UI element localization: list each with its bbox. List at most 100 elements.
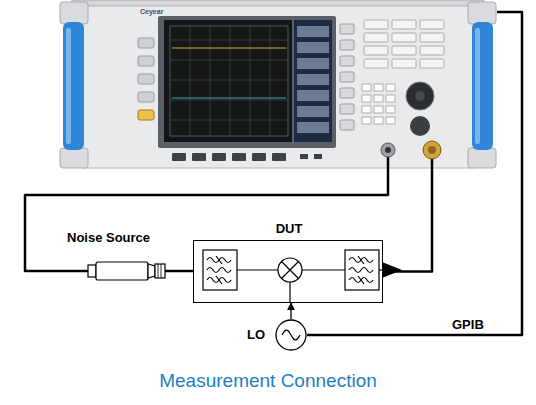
numeric-key	[362, 84, 371, 91]
mixer-symbol	[278, 258, 302, 282]
softkey-buttons	[340, 24, 354, 130]
rotary-knob	[406, 82, 434, 110]
screen-grid	[170, 26, 288, 136]
cable-connector	[290, 303, 291, 319]
port-center	[428, 146, 436, 154]
analyzer-illustration	[60, 0, 496, 170]
function-key	[392, 59, 416, 68]
softkey	[340, 56, 354, 66]
softkey-label	[297, 26, 329, 37]
handle-bracket	[468, 148, 496, 168]
numeric-keypad	[362, 84, 395, 124]
noise-source: Noise Source	[88, 262, 165, 280]
function-key	[364, 20, 388, 29]
handle-bracket	[60, 2, 88, 24]
function-key	[420, 33, 444, 42]
bottom-key	[172, 153, 186, 161]
function-key	[420, 46, 444, 55]
numeric-key	[374, 106, 383, 113]
lo-feed-line	[289, 282, 290, 302]
numeric-key	[374, 84, 383, 91]
right-handle	[472, 22, 493, 150]
part-label: LO	[225, 327, 265, 342]
front-panel	[80, 6, 476, 168]
brand-name: Ceyear	[140, 8, 163, 15]
handle-highlight	[66, 28, 71, 144]
numeric-key	[374, 95, 383, 102]
function-key	[392, 46, 416, 55]
signal-line	[237, 269, 278, 270]
bottom-key	[252, 153, 266, 161]
output-arrowhead	[382, 262, 402, 278]
bottom-key	[212, 153, 226, 161]
filter-symbol	[207, 256, 231, 284]
cable-connector	[307, 12, 522, 335]
bandpass-filter	[203, 250, 237, 290]
signal-line	[302, 269, 345, 270]
noise-source-illustration	[88, 262, 165, 280]
screen-trace	[172, 48, 286, 49]
connector-nut	[155, 264, 165, 278]
screen-bezel	[158, 16, 336, 148]
numeric-key	[374, 117, 383, 124]
panel-key	[138, 92, 154, 102]
function-key	[364, 33, 388, 42]
softkey-label	[297, 42, 329, 53]
knob-center	[415, 91, 425, 101]
port-center	[385, 147, 391, 153]
noise-source-body	[96, 262, 148, 280]
signal-line	[379, 269, 384, 270]
left-handle	[63, 22, 84, 150]
numeric-key	[386, 106, 395, 113]
source-circle	[276, 320, 306, 350]
numeric-key	[362, 106, 371, 113]
analyzer-unit: Ceyear	[60, 0, 497, 170]
cable-connector	[165, 270, 193, 273]
numeric-key	[362, 117, 371, 124]
function-key	[392, 33, 416, 42]
screen-trace	[172, 98, 286, 99]
connector-end	[88, 265, 96, 277]
connector-ridges	[158, 264, 161, 278]
softkey	[340, 40, 354, 50]
function-keys	[364, 20, 444, 68]
function-key	[364, 59, 388, 68]
usb-port	[314, 154, 322, 159]
handle-bracket	[60, 148, 88, 168]
dut-internals	[203, 250, 402, 302]
cable-connector	[25, 170, 388, 271]
handle-bracket	[468, 2, 496, 24]
softkey	[340, 120, 354, 130]
softkey	[340, 104, 354, 114]
connector-taper	[148, 264, 155, 278]
softkey-label	[297, 90, 329, 101]
softkey-label	[297, 74, 329, 85]
noise-source-drive-port	[381, 143, 395, 157]
rf-input-port	[423, 141, 441, 159]
bus-label: GPIB	[452, 317, 484, 332]
bottom-key	[272, 153, 286, 161]
softkey	[340, 88, 354, 98]
numeric-key	[362, 95, 371, 102]
panel-key	[138, 74, 154, 84]
softkey-panel	[294, 20, 332, 142]
part-label: Noise Source	[67, 230, 150, 245]
function-key	[364, 46, 388, 55]
softkey-label	[297, 106, 329, 117]
lo-source: LO	[275, 319, 307, 351]
screen	[164, 20, 292, 142]
bottom-key	[192, 153, 206, 161]
box-heading: DUT	[194, 221, 384, 236]
arrow-pad	[410, 116, 430, 136]
panel-key	[138, 56, 154, 66]
figure-caption: Measurement Connection	[0, 370, 536, 392]
numeric-key	[386, 84, 395, 91]
circle-outline	[275, 319, 307, 351]
bandpass-filter	[345, 250, 379, 290]
softkey	[340, 24, 354, 34]
